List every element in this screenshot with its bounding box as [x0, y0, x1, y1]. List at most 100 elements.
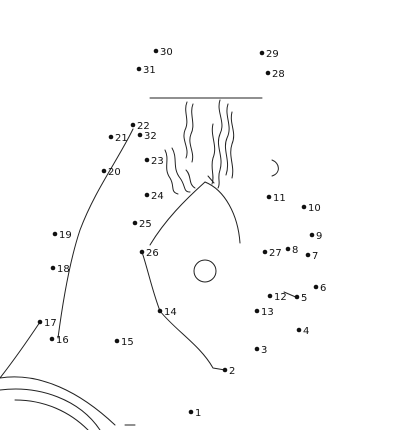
dot-marker[interactable] [301, 204, 307, 210]
dot-marker[interactable] [137, 132, 143, 138]
dot-number-label: 25 [139, 219, 152, 230]
outline-neck-left [149, 181, 206, 246]
dot-marker[interactable] [132, 220, 138, 226]
puzzle-dot-12[interactable]: 12 [267, 292, 287, 303]
outline-ear [271, 159, 279, 177]
dot-marker[interactable] [52, 231, 58, 237]
dot-marker[interactable] [285, 246, 291, 252]
puzzle-dot-1[interactable]: 1 [188, 408, 202, 419]
puzzle-dot-15[interactable]: 15 [114, 337, 134, 348]
dot-marker[interactable] [259, 50, 265, 56]
puzzle-dot-4[interactable]: 4 [296, 326, 310, 337]
puzzle-dot-24[interactable]: 24 [144, 191, 164, 202]
dot-marker[interactable] [153, 48, 159, 54]
outline-neck-right [204, 181, 241, 244]
dot-number-label: 8 [292, 245, 298, 256]
dot-marker[interactable] [157, 308, 163, 314]
dot-marker[interactable] [222, 367, 228, 373]
puzzle-dot-26[interactable]: 26 [139, 248, 159, 259]
dot-marker[interactable] [144, 157, 150, 163]
outline-drawing [0, 97, 299, 430]
dot-marker[interactable] [254, 346, 260, 352]
dot-marker[interactable] [108, 134, 114, 140]
dot-marker[interactable] [305, 252, 311, 258]
dot-marker[interactable] [139, 249, 145, 255]
puzzle-dot-27[interactable]: 27 [262, 248, 282, 259]
dot-marker[interactable] [267, 293, 273, 299]
dot-marker[interactable] [313, 284, 319, 290]
dot-marker[interactable] [50, 265, 56, 271]
puzzle-dot-5[interactable]: 5 [294, 293, 308, 304]
puzzle-dot-23[interactable]: 23 [144, 156, 164, 167]
puzzle-dot-22[interactable]: 22 [130, 121, 150, 132]
dot-marker[interactable] [296, 327, 302, 333]
dot-marker[interactable] [188, 409, 194, 415]
puzzle-dot-20[interactable]: 20 [101, 167, 121, 178]
puzzle-dot-32[interactable]: 32 [137, 131, 157, 142]
puzzle-dot-30[interactable]: 30 [153, 47, 173, 58]
puzzle-dot-8[interactable]: 8 [285, 245, 299, 256]
puzzle-dot-3[interactable]: 3 [254, 345, 268, 356]
puzzle-dot-31[interactable]: 31 [136, 65, 156, 76]
dot-number-label: 6 [320, 283, 326, 294]
dot-marker[interactable] [136, 66, 142, 72]
outline-hair-2 [189, 103, 194, 163]
puzzle-dot-19[interactable]: 19 [52, 230, 72, 241]
dot-number-label: 24 [151, 191, 164, 202]
dot-marker[interactable] [254, 308, 260, 314]
dot-number-label: 14 [164, 307, 177, 318]
dot-marker[interactable] [114, 338, 120, 344]
puzzle-dot-29[interactable]: 29 [259, 49, 279, 60]
dots-layer: 1234567891011121314151617181920212223242… [37, 47, 327, 419]
outline-bottom-line-3 [14, 399, 89, 430]
dot-number-label: 32 [144, 131, 157, 142]
puzzle-dot-21[interactable]: 21 [108, 133, 128, 144]
outline-hair-6 [211, 123, 216, 185]
outline-hair-1 [183, 101, 188, 159]
dot-marker[interactable] [49, 336, 55, 342]
puzzle-dot-28[interactable]: 28 [265, 69, 285, 80]
dot-marker[interactable] [309, 232, 315, 238]
puzzle-dot-6[interactable]: 6 [313, 283, 327, 294]
dot-marker[interactable] [262, 249, 268, 255]
dot-number-label: 21 [115, 133, 128, 144]
puzzle-dot-11[interactable]: 11 [266, 193, 286, 204]
dot-marker[interactable] [294, 294, 300, 300]
outline-lower-left [0, 321, 41, 379]
puzzle-dot-16[interactable]: 16 [49, 335, 69, 346]
outline-eye [193, 259, 217, 283]
dot-number-label: 19 [59, 230, 72, 241]
puzzle-dot-17[interactable]: 17 [37, 318, 57, 329]
dot-number-label: 17 [44, 318, 57, 329]
dot-marker[interactable] [101, 168, 107, 174]
dot-number-label: 18 [57, 264, 70, 275]
puzzle-dot-10[interactable]: 10 [301, 203, 321, 214]
dot-number-label: 20 [108, 167, 121, 178]
dot-number-label: 28 [272, 69, 285, 80]
outline-hair-9 [185, 169, 196, 189]
dot-number-label: 26 [146, 248, 159, 259]
outline-hair-4 [224, 103, 230, 176]
outline-bottom-line-1 [0, 376, 116, 426]
dot-marker[interactable] [266, 194, 272, 200]
puzzle-dot-13[interactable]: 13 [254, 307, 274, 318]
outline-hair-8 [171, 147, 191, 193]
puzzle-dot-7[interactable]: 7 [305, 251, 319, 262]
dot-number-label: 12 [274, 292, 287, 303]
dot-number-label: 1 [195, 408, 201, 419]
puzzle-dot-14[interactable]: 14 [157, 307, 177, 318]
dot-number-label: 11 [273, 193, 286, 204]
dot-marker[interactable] [144, 192, 150, 198]
dot-marker[interactable] [130, 122, 136, 128]
puzzle-dot-25[interactable]: 25 [132, 219, 152, 230]
puzzle-dot-9[interactable]: 9 [309, 231, 323, 242]
puzzle-dot-18[interactable]: 18 [50, 264, 70, 275]
dot-marker[interactable] [37, 319, 43, 325]
dot-marker[interactable] [265, 70, 271, 76]
dot-number-label: 2 [229, 366, 235, 377]
dot-number-label: 22 [137, 121, 150, 132]
puzzle-dot-2[interactable]: 2 [222, 366, 236, 377]
dot-number-label: 4 [303, 326, 309, 337]
dot-number-label: 13 [261, 307, 274, 318]
